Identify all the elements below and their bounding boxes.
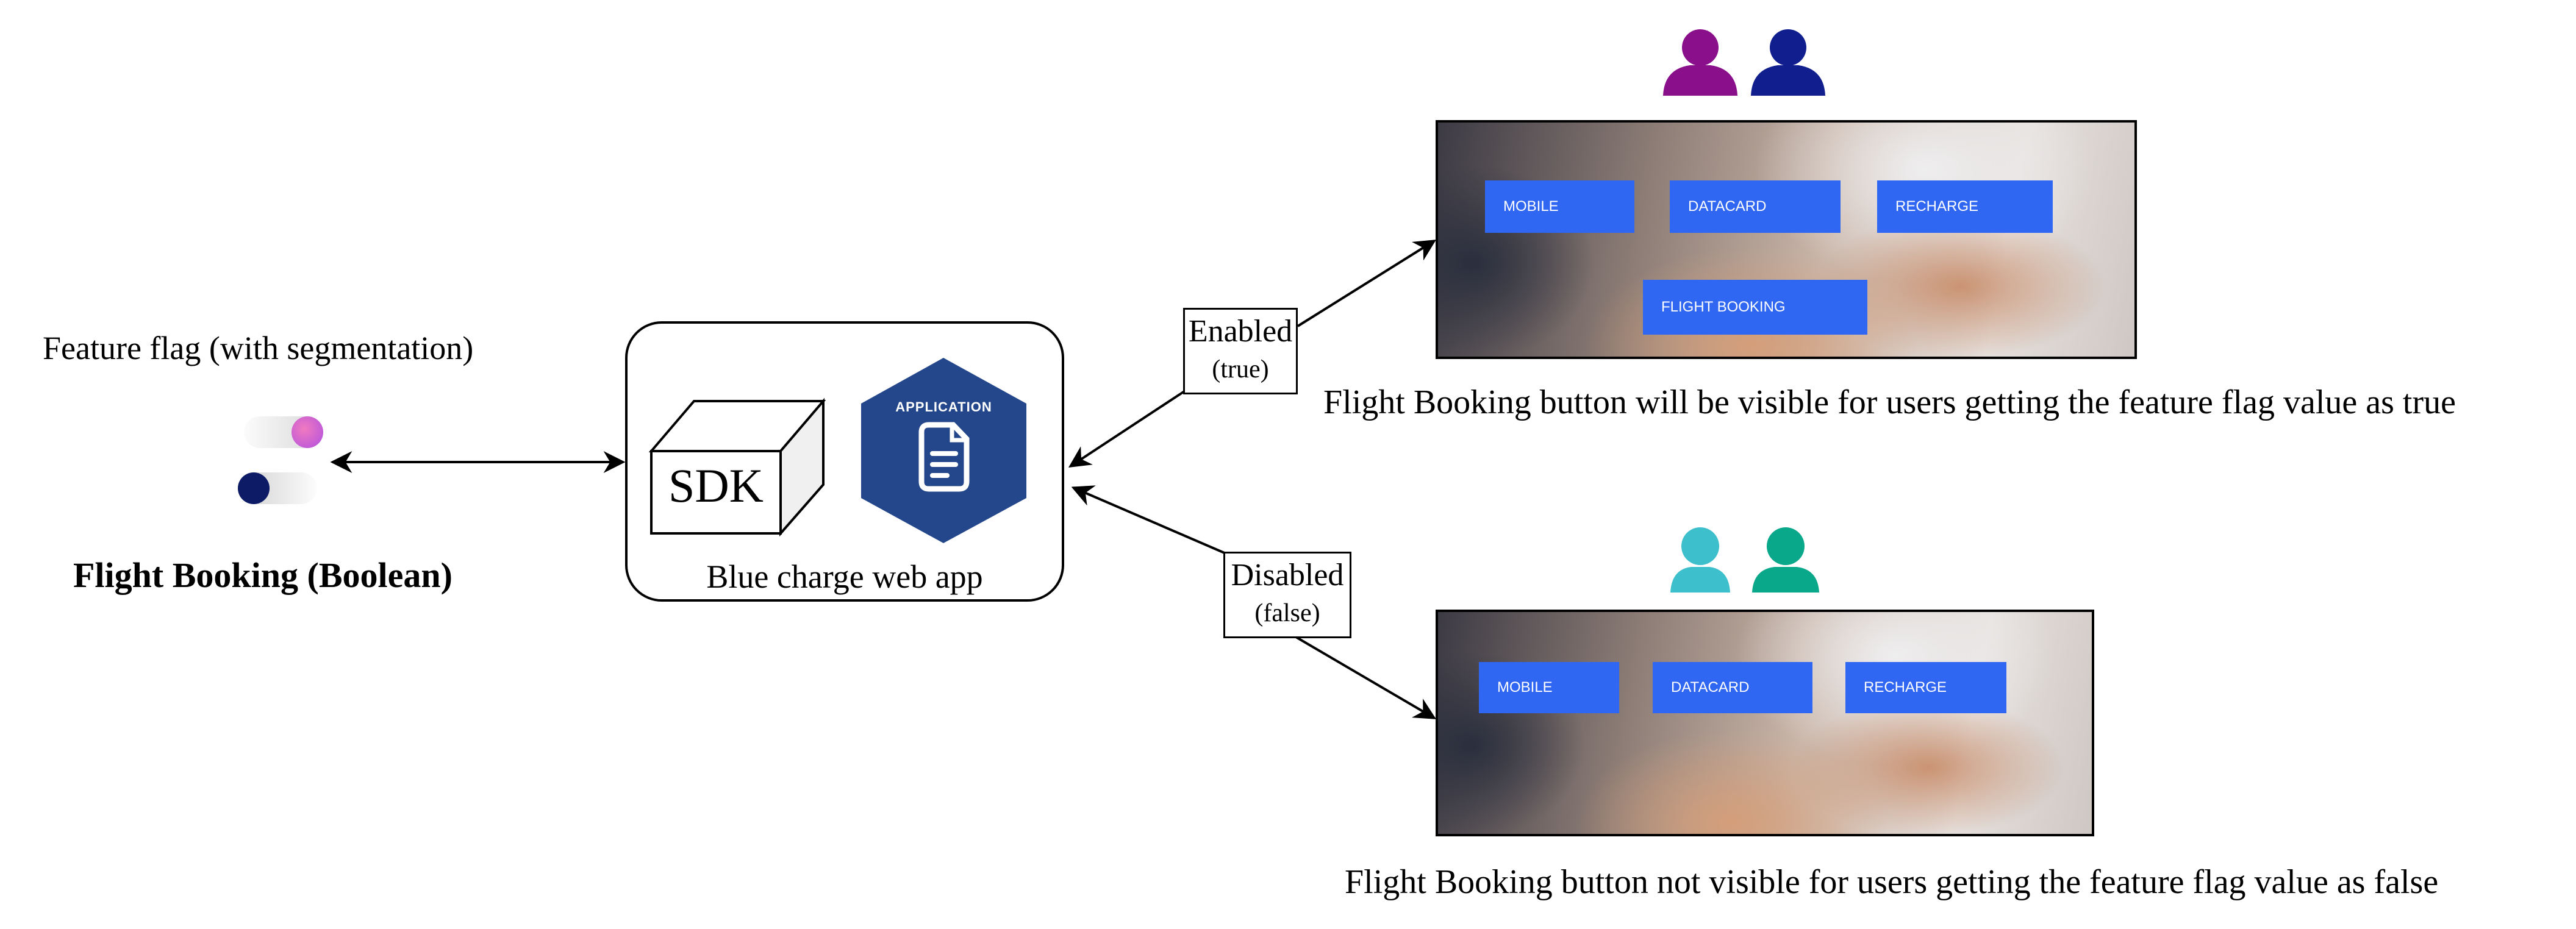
app-name: Blue charge web app <box>706 558 983 595</box>
disabled-arrow-to-screen <box>1295 636 1437 719</box>
enabled-users-icon <box>1663 29 1825 96</box>
disabled-caption: Flight Booking button not visible for us… <box>1345 863 2439 901</box>
recharge-button[interactable]: RECHARGE <box>1877 180 2053 233</box>
disabled-label: Disabled <box>1231 558 1344 593</box>
sdk-label: SDK <box>668 459 764 512</box>
enabled-arrow-to-app <box>1068 389 1187 468</box>
disabled-label-box: Disabled (false) <box>1223 552 1351 638</box>
enabled-app-screenshot: MOBILE DATACARD RECHARGE FLIGHT BOOKING <box>1436 120 2137 359</box>
user-icon <box>1663 29 1737 96</box>
user-icon <box>1670 527 1730 593</box>
feature-flag-name: Flight Booking (Boolean) <box>73 555 453 595</box>
enabled-caption: Flight Booking button will be visible fo… <box>1323 383 2456 421</box>
flight-booking-button[interactable]: FLIGHT BOOKING <box>1643 280 1867 335</box>
feature-flag-title: Feature flag (with segmentation) <box>43 330 474 366</box>
enabled-label: Enabled <box>1188 314 1293 349</box>
user-icon <box>1751 29 1825 96</box>
toggle-on-icon <box>244 416 323 448</box>
datacard-button[interactable]: DATACARD <box>1670 180 1841 233</box>
recharge-button[interactable]: RECHARGE <box>1845 662 2006 713</box>
disabled-value: (false) <box>1254 599 1320 627</box>
sdk-cube-icon <box>648 397 826 536</box>
mobile-button[interactable]: MOBILE <box>1485 180 1634 233</box>
enabled-arrow-to-screen <box>1297 240 1437 327</box>
enabled-label-box: Enabled (true) <box>1183 308 1298 394</box>
mobile-button[interactable]: MOBILE <box>1479 662 1619 713</box>
datacard-button[interactable]: DATACARD <box>1653 662 1812 713</box>
user-icon <box>1752 527 1819 593</box>
toggle-off-icon <box>238 472 317 504</box>
application-badge-label: APPLICATION <box>895 399 992 415</box>
disabled-arrow-to-app <box>1071 485 1226 555</box>
enabled-value: (true) <box>1212 355 1269 383</box>
disabled-users-icon <box>1670 527 1819 593</box>
application-hexagon-icon <box>861 358 1026 543</box>
disabled-app-screenshot: MOBILE DATACARD RECHARGE <box>1436 610 2094 836</box>
